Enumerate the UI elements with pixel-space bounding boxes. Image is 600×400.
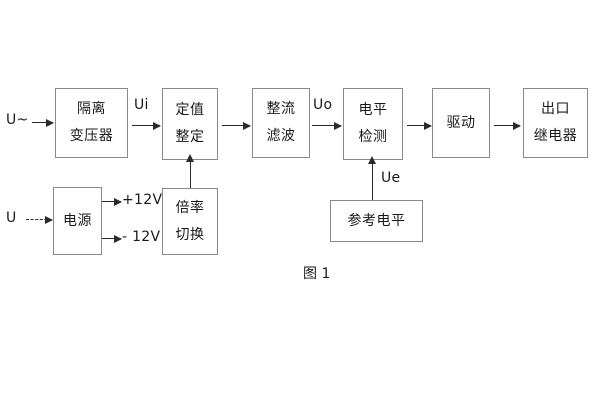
arrow-reference-level-to-level-detection bbox=[368, 156, 377, 200]
arrow-input-ac-to-isolation-transformer bbox=[32, 118, 54, 127]
block-multiplier-switch-line1: 倍率 bbox=[175, 199, 205, 216]
arrowhead-icon bbox=[114, 197, 122, 206]
arrow-setting-value-to-rectify-filter bbox=[222, 121, 251, 130]
block-reference-level: 参考电平 bbox=[330, 200, 423, 242]
block-isolation-transformer-line2: 变压器 bbox=[69, 128, 114, 144]
block-output-relay: 出口 继电器 bbox=[523, 88, 588, 158]
block-output-relay-line2: 继电器 bbox=[533, 128, 578, 144]
block-rectify-filter-line2: 滤波 bbox=[266, 128, 296, 144]
block-output-relay-line1: 出口 bbox=[541, 101, 570, 118]
block-level-detection-line1: 电平 bbox=[358, 102, 388, 119]
arrow-power-supply-rail-positive bbox=[102, 197, 122, 206]
block-level-detection: 电平 检测 bbox=[343, 88, 403, 160]
block-power-supply: 电源 bbox=[53, 187, 102, 255]
block-isolation-transformer-line1: 隔离 bbox=[77, 101, 106, 118]
signal-ue-label: Ue bbox=[381, 170, 401, 186]
block-setting-value-line2: 整定 bbox=[175, 129, 205, 145]
rail-positive-label: +12V bbox=[122, 192, 163, 208]
rail-negative-label: - 12V bbox=[122, 229, 161, 245]
arrowhead-icon bbox=[513, 121, 521, 130]
arrowhead-icon bbox=[334, 121, 342, 130]
block-setting-value: 定值 整定 bbox=[162, 88, 218, 160]
arrow-rectify-filter-to-level-detection bbox=[312, 121, 342, 130]
arrowhead-icon bbox=[424, 121, 432, 130]
block-power-supply-line1: 电源 bbox=[63, 212, 92, 229]
block-multiplier-switch-line2: 切换 bbox=[175, 226, 205, 243]
arrowhead-icon bbox=[114, 234, 122, 243]
block-drive-line1: 驱动 bbox=[446, 114, 476, 131]
block-isolation-transformer: 隔离 变压器 bbox=[55, 88, 128, 158]
figure-caption: 图 1 bbox=[303, 266, 331, 282]
arrow-input-dc-to-power-supply bbox=[26, 215, 53, 224]
arrowhead-icon bbox=[368, 156, 377, 164]
input-dc-label: U bbox=[6, 210, 17, 226]
block-drive: 驱动 bbox=[432, 88, 490, 158]
arrowhead-icon bbox=[243, 121, 251, 130]
signal-ui-label: Ui bbox=[134, 97, 149, 113]
block-multiplier-switch: 倍率 切换 bbox=[162, 188, 218, 255]
block-level-detection-line2: 检测 bbox=[358, 129, 388, 145]
arrow-multiplier-switch-to-setting-value bbox=[186, 154, 195, 188]
arrow-isolation-transformer-to-setting-value bbox=[132, 121, 161, 130]
arrowhead-icon bbox=[153, 121, 161, 130]
block-rectify-filter: 整流 滤波 bbox=[252, 88, 310, 158]
arrow-power-supply-rail-negative bbox=[102, 234, 122, 243]
signal-uo-label: Uo bbox=[313, 97, 333, 113]
arrow-level-detection-to-drive bbox=[407, 121, 432, 130]
block-rectify-filter-line1: 整流 bbox=[266, 101, 296, 118]
arrowhead-icon bbox=[186, 154, 195, 162]
arrowhead-icon bbox=[46, 118, 54, 127]
block-setting-value-line1: 定值 bbox=[175, 102, 205, 119]
block-reference-level-line1: 参考电平 bbox=[347, 212, 406, 229]
arrowhead-icon bbox=[45, 215, 53, 224]
input-ac-label: U~ bbox=[6, 112, 29, 128]
arrow-drive-to-output-relay bbox=[494, 121, 521, 130]
